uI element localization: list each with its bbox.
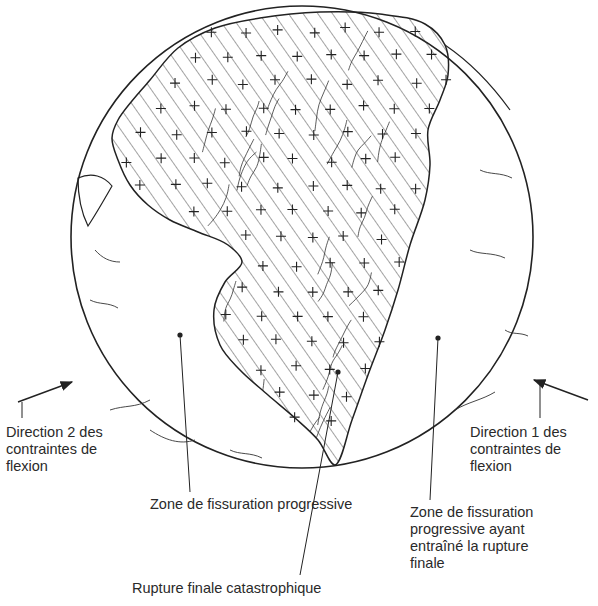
caption-label: Direction 2 des contraintes de flexion xyxy=(6,424,126,475)
plus-marks xyxy=(121,22,451,425)
direction-arrow xyxy=(18,382,72,402)
leader-line xyxy=(430,338,438,500)
surface-marks xyxy=(90,170,528,458)
leader-line xyxy=(180,335,190,492)
caption-label: Zone de fissuration progressive ayant en… xyxy=(410,504,560,572)
edge-chip xyxy=(78,175,112,226)
leader-dot xyxy=(335,369,340,374)
caption-label: Direction 1 des contraintes de flexion xyxy=(470,424,592,475)
leader-line xyxy=(22,402,23,418)
shaft-section xyxy=(71,6,533,468)
direction-arrow xyxy=(534,380,588,400)
final-rupture-zone xyxy=(112,12,449,465)
caption-label: Zone de fissuration progressive xyxy=(150,496,390,513)
leader-line xyxy=(540,380,541,418)
crack-lines xyxy=(202,31,389,455)
leader-line xyxy=(300,372,338,575)
leader-dot xyxy=(435,335,440,340)
caption-label: Rupture finale catastrophique xyxy=(132,580,392,597)
edge-step xyxy=(445,45,510,110)
leader-dot xyxy=(177,332,182,337)
